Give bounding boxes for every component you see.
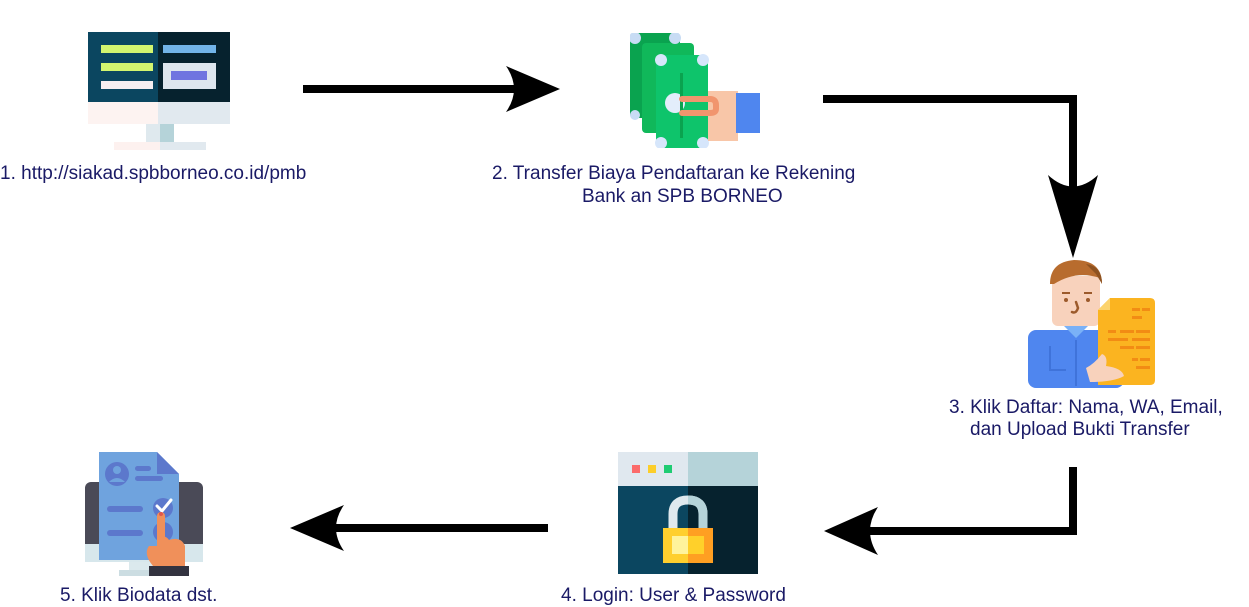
step-2-label-line-1: 2. Transfer Biaya Pendaftaran ke Rekenin… [492,163,856,184]
step-2-label-line-2: Bank an SPB BORNEO [582,186,783,207]
desktop-monitor-icon [88,32,230,150]
step-1-label: 1. http://siakad.spbborneo.co.id/pmb [0,163,307,184]
step-3-label-line-2: dan Upload Bukti Transfer [970,419,1190,440]
person-holding-document-icon [1028,260,1155,388]
arrow-step3-to-step4 [824,467,1077,555]
step-4-label: 4. Login: User & Password [561,585,786,606]
step-5-label: 5. Klik Biodata dst. [60,585,218,606]
step-3-label-line-1: 3. Klik Daftar: Nama, WA, Email, [949,397,1223,418]
money-transfer-hand-icon [630,33,760,148]
arrow-step4-to-step5 [290,505,548,551]
arrow-step2-to-step3 [823,95,1098,258]
biodata-form-monitor-icon [85,452,203,576]
browser-lock-icon [618,452,758,574]
arrow-step1-to-step2 [303,66,560,112]
